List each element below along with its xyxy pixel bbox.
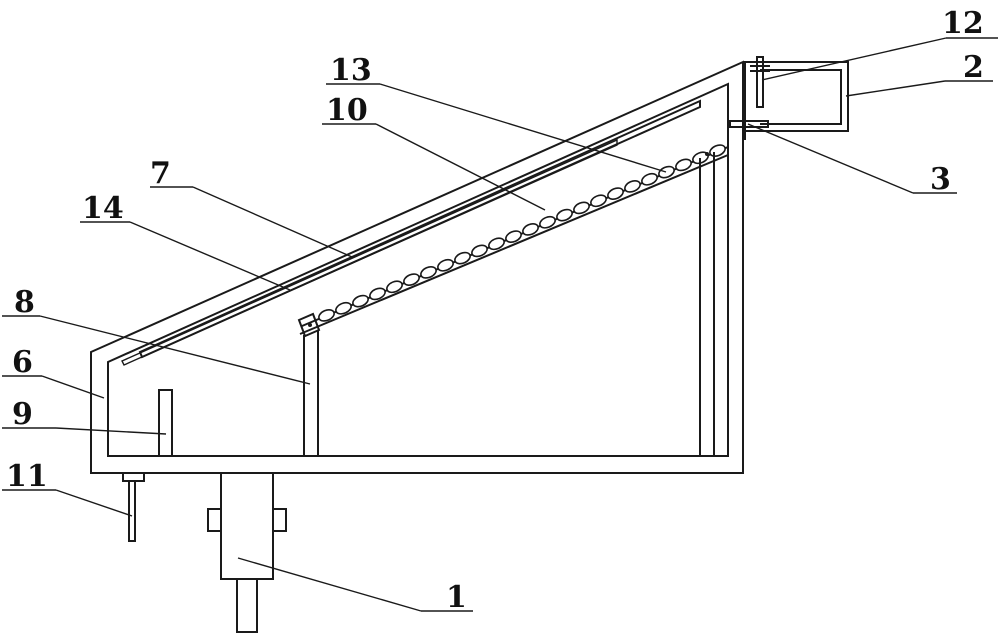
roller xyxy=(403,273,420,286)
leader-lines xyxy=(2,37,998,612)
label-12: 12 xyxy=(942,6,984,41)
label-6: 6 xyxy=(12,345,33,380)
side-box xyxy=(743,61,849,132)
roller xyxy=(573,201,590,215)
roller xyxy=(556,208,573,222)
roller xyxy=(675,158,692,172)
roller xyxy=(386,280,403,294)
roller xyxy=(539,215,556,229)
label-9: 9 xyxy=(12,397,33,432)
clamp-bolt xyxy=(750,56,770,108)
roller xyxy=(369,287,386,301)
label-7: 7 xyxy=(150,156,171,191)
top-strips xyxy=(121,99,701,366)
roller xyxy=(522,223,539,236)
roller xyxy=(335,301,352,315)
housing-frame xyxy=(90,60,744,474)
roller xyxy=(488,237,505,251)
support-post-left xyxy=(303,330,319,456)
roller xyxy=(454,251,471,265)
small-post xyxy=(158,389,173,456)
roller xyxy=(641,172,658,186)
roller xyxy=(471,244,488,258)
roller xyxy=(505,230,522,243)
label-2: 2 xyxy=(963,50,984,85)
roller xyxy=(658,165,675,179)
roller xyxy=(352,294,369,308)
roller xyxy=(607,187,624,200)
label-11: 11 xyxy=(6,459,48,494)
label-1: 1 xyxy=(446,580,467,615)
label-10: 10 xyxy=(326,93,368,128)
drive-unit xyxy=(207,472,287,633)
hinge-bar xyxy=(729,62,769,140)
roller xyxy=(318,309,335,322)
label-3: 3 xyxy=(930,162,951,197)
label-13: 13 xyxy=(330,53,372,88)
roller xyxy=(420,266,437,279)
roller xyxy=(590,194,607,208)
roller-row xyxy=(299,144,729,335)
pin xyxy=(122,473,145,542)
support-post-right xyxy=(699,152,715,456)
roller xyxy=(437,258,454,272)
label-8: 8 xyxy=(14,285,35,320)
callout-labels: 7 14 8 6 9 11 10 13 1 2 12 3 xyxy=(6,6,984,615)
roller xyxy=(624,180,641,193)
label-14: 14 xyxy=(82,191,124,226)
